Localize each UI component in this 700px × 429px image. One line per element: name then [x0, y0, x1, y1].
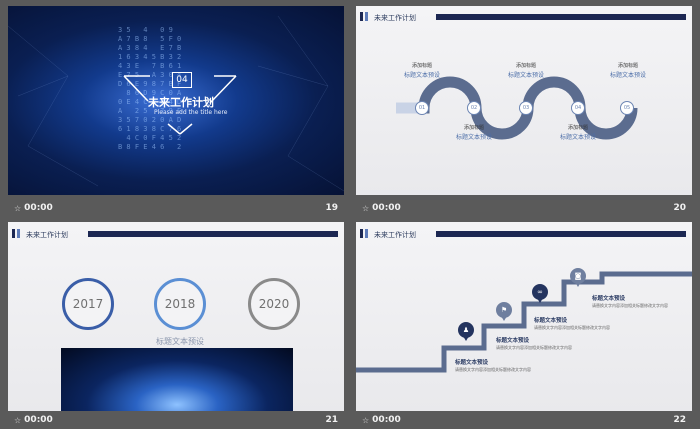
section-number-badge: 04 [172, 72, 192, 88]
step-title: 标题文本预设 [592, 296, 626, 302]
slide-canvas: 未来工作计划 01 02 03 04 05 添加标题 标题文本预设 添加标题 标… [356, 6, 692, 195]
section-caption: 标题文本预设 [156, 337, 204, 346]
header-marker [360, 229, 363, 238]
node-top-label: 添加标题 [617, 63, 638, 69]
slide-time: 00:00 [24, 415, 53, 425]
slide-time: 00:00 [372, 203, 401, 213]
timeline-node: 01 [415, 101, 429, 115]
flag-icon: ⚑ [496, 302, 512, 321]
timeline-node: 05 [620, 101, 634, 115]
year-ring-2018: 2018 [154, 278, 206, 330]
slide-subtitle: Please add the title here [154, 109, 228, 116]
slide-number: 21 [325, 415, 338, 425]
slide-number: 20 [673, 203, 686, 213]
triangle-frame-decoration [123, 75, 237, 135]
step-title: 标题文本预设 [455, 360, 489, 366]
header-bar [436, 231, 686, 237]
node-top-label: 添加标题 [463, 125, 484, 131]
camera-icon: ◙ [570, 268, 586, 287]
node-main-label: 标题文本预设 [609, 72, 646, 79]
timeline-node: 03 [519, 101, 533, 115]
slide-thumbnail-22[interactable]: 未来工作计划 ♟ ⚑ ∞ ◙ 标题文本预设 请替换文字内容添加相关标题修改文字内… [356, 222, 692, 429]
staircase-timeline [356, 271, 692, 373]
header-marker [360, 12, 363, 21]
transition-star-icon: ☆ [14, 203, 22, 213]
step-desc: 请替换文字内容添加相关标题修改文字内容 [592, 303, 668, 308]
slide-footer: ☆ 00:00 22 [356, 411, 692, 429]
slide-canvas: 未来工作计划 ♟ ⚑ ∞ ◙ 标题文本预设 请替换文字内容添加相关标题修改文字内… [356, 222, 692, 411]
step-desc: 请替换文字内容添加相关标题修改文字内容 [496, 345, 572, 350]
slide-thumbnail-19[interactable]: 3 5 4 0 9 A 7 B 8 5 F 0 A 3 8 4 E 7 B 1 … [8, 6, 344, 218]
slide-thumbnail-20[interactable]: 未来工作计划 01 02 03 04 05 添加标题 标题文本预设 添加标题 标… [356, 6, 692, 218]
slide-thumbnail-21[interactable]: 未来工作计划 2017 2018 2020 标题文本预设 ☆ 00:00 21 [8, 222, 344, 429]
node-main-label: 标题文本预设 [559, 134, 596, 141]
timeline-node: 04 [571, 101, 585, 115]
year-ring-2020: 2020 [248, 278, 300, 330]
node-main-label: 标题文本预设 [507, 72, 544, 79]
step-title: 标题文本预设 [496, 338, 530, 344]
year-ring-2017: 2017 [62, 278, 114, 330]
timeline-node: 02 [467, 101, 481, 115]
slide-number: 19 [325, 203, 338, 213]
slide-header-title: 未来工作计划 [26, 231, 68, 239]
slide-canvas: 3 5 4 0 9 A 7 B 8 5 F 0 A 3 8 4 E 7 B 1 … [8, 6, 344, 195]
slide-footer: ☆ 00:00 19 [8, 198, 344, 218]
transition-star-icon: ☆ [362, 203, 370, 213]
node-top-label: 添加标题 [411, 63, 432, 69]
step-desc: 请替换文字内容添加相关标题修改文字内容 [455, 367, 531, 372]
header-bar [88, 231, 338, 237]
slide-footer: ☆ 00:00 20 [356, 198, 692, 218]
slide-header-title: 未来工作计划 [374, 14, 416, 22]
header-marker-accent [17, 229, 20, 238]
node-top-label: 添加标题 [515, 63, 536, 69]
node-main-label: 标题文本预设 [403, 72, 440, 79]
network-lines-decoration [8, 15, 344, 192]
header-marker-accent [365, 229, 368, 238]
header-marker-accent [365, 12, 368, 21]
node-top-label: 添加标题 [567, 125, 588, 131]
header-marker [12, 229, 15, 238]
slide-time: 00:00 [372, 415, 401, 425]
slide-title: 未来工作计划 [148, 96, 214, 109]
transition-star-icon: ☆ [362, 415, 370, 425]
slide-number: 22 [673, 415, 686, 425]
slide-footer: ☆ 00:00 21 [8, 411, 344, 429]
code-glyph-decoration: 3 5 4 0 9 A 7 B 8 5 F 0 A 3 8 4 E 7 B 1 … [118, 26, 182, 151]
transition-star-icon: ☆ [14, 415, 22, 425]
person-icon: ♟ [458, 322, 474, 341]
header-bar [436, 14, 686, 20]
step-title: 标题文本预设 [534, 318, 568, 324]
tech-globe-image [61, 348, 293, 411]
slide-header-title: 未来工作计划 [374, 231, 416, 239]
link-icon: ∞ [532, 284, 548, 303]
slide-time: 00:00 [24, 203, 53, 213]
step-desc: 请替换文字内容添加相关标题修改文字内容 [534, 325, 610, 330]
node-main-label: 标题文本预设 [455, 134, 492, 141]
slide-canvas: 未来工作计划 2017 2018 2020 标题文本预设 [8, 222, 344, 411]
